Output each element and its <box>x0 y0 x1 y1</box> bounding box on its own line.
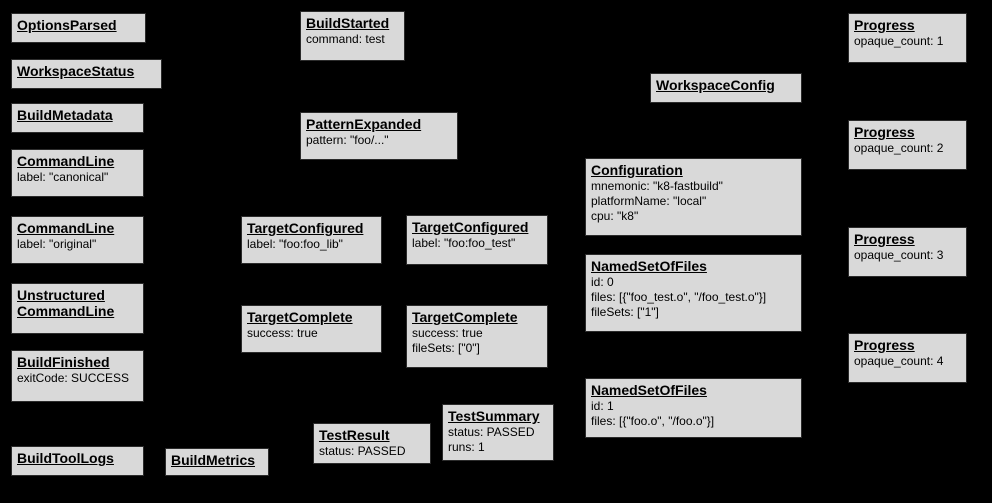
node-attribute: fileSets: ["1"] <box>591 305 659 319</box>
node-build-metadata[interactable]: BuildMetadata <box>11 103 144 133</box>
node-attributes: success: true <box>247 326 376 341</box>
node-title: WorkspaceConfig <box>656 77 775 93</box>
node-attributes: exitCode: SUCCESS <box>17 371 138 386</box>
node-attribute: label: "foo:foo_lib" <box>247 237 343 251</box>
node-attribute: status: PASSED <box>319 444 406 458</box>
node-attributes: command: test <box>306 32 399 47</box>
node-attribute: mnemonic: "k8-fastbuild" <box>591 179 723 193</box>
node-title: BuildToolLogs <box>17 450 114 466</box>
node-attributes: status: PASSED <box>319 444 425 459</box>
node-title: Progress <box>854 231 915 247</box>
node-attribute: status: PASSED <box>448 425 535 439</box>
node-attributes: opaque_count: 3 <box>854 248 961 263</box>
node-attributes: opaque_count: 1 <box>854 34 961 49</box>
node-title: BuildMetrics <box>171 452 256 468</box>
node-attribute: opaque_count: 2 <box>854 141 944 155</box>
node-options-parsed[interactable]: OptionsParsed <box>11 13 146 43</box>
node-attribute: cpu: "k8" <box>591 209 639 223</box>
node-attribute: command: test <box>306 32 385 46</box>
node-attributes: label: "foo:foo_test" <box>412 236 542 251</box>
node-title: TargetConfigured <box>247 220 364 236</box>
node-attribute: label: "foo:foo_test" <box>412 236 516 250</box>
node-workspace-config[interactable]: WorkspaceConfig <box>650 73 802 103</box>
node-title: BuildStarted <box>306 15 390 31</box>
node-title: WorkspaceStatus <box>17 63 135 79</box>
node-attribute: exitCode: SUCCESS <box>17 371 130 385</box>
node-title: PatternExpanded <box>306 116 422 132</box>
node-build-metrics[interactable]: BuildMetrics <box>165 448 269 476</box>
node-build-tool-logs[interactable]: BuildToolLogs <box>11 446 144 476</box>
node-attribute: id: 1 <box>591 399 614 413</box>
node-attributes: opaque_count: 2 <box>854 141 961 156</box>
node-attributes: label: "original" <box>17 237 138 252</box>
node-attribute: opaque_count: 4 <box>854 354 944 368</box>
node-title: Progress <box>854 124 915 140</box>
node-title: NamedSetOfFiles <box>591 382 707 398</box>
node-title: CommandLine <box>17 153 115 169</box>
node-attribute: platformName: "local" <box>591 194 707 208</box>
node-title: BuildMetadata <box>17 107 113 123</box>
node-attribute: id: 0 <box>591 275 614 289</box>
node-title: Unstructured CommandLine <box>17 287 115 319</box>
node-attribute: runs: 1 <box>448 440 485 454</box>
node-attributes: label: "canonical" <box>17 170 138 185</box>
node-attribute: pattern: "foo/..." <box>306 133 389 147</box>
node-title: BuildFinished <box>17 354 110 370</box>
node-attribute: fileSets: ["0"] <box>412 341 480 355</box>
node-attribute: files: [{"foo.o", "/foo.o"}] <box>591 414 715 428</box>
node-attribute: success: true <box>412 326 483 340</box>
node-attribute: label: "canonical" <box>17 170 109 184</box>
node-title: Configuration <box>591 162 683 178</box>
node-title: OptionsParsed <box>17 17 117 33</box>
node-title: Progress <box>854 17 915 33</box>
node-attribute: opaque_count: 1 <box>854 34 944 48</box>
node-attributes: label: "foo:foo_lib" <box>247 237 376 252</box>
node-title: CommandLine <box>17 220 115 236</box>
node-title: Progress <box>854 337 915 353</box>
node-title: NamedSetOfFiles <box>591 258 707 274</box>
node-workspace-status[interactable]: WorkspaceStatus <box>11 59 162 89</box>
node-attribute: label: "original" <box>17 237 97 251</box>
node-title: TargetConfigured <box>412 219 529 235</box>
node-attributes: mnemonic: "k8-fastbuild"platformName: "l… <box>591 179 796 224</box>
node-title: TargetComplete <box>247 309 353 325</box>
node-title: TargetComplete <box>412 309 518 325</box>
node-attribute: files: [{"foo_test.o", "/foo_test.o"}] <box>591 290 767 304</box>
node-title: TestSummary <box>448 408 540 424</box>
node-attributes: pattern: "foo/..." <box>306 133 452 148</box>
node-attribute: success: true <box>247 326 318 340</box>
node-unstructured-command-line[interactable]: Unstructured CommandLine <box>11 283 144 334</box>
node-title: TestResult <box>319 427 390 443</box>
node-attribute: opaque_count: 3 <box>854 248 944 262</box>
node-attributes: opaque_count: 4 <box>854 354 961 369</box>
